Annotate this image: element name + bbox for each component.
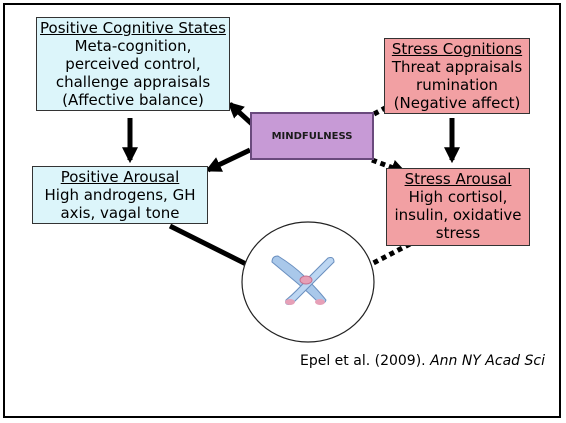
box-line: (Affective balance) <box>62 91 204 109</box>
positive-arousal-title: Positive Arousal <box>60 168 180 186</box>
mindfulness-box: MINDFULNESS <box>250 112 374 160</box>
stress-arousal-box: Stress Arousal High cortisol, insulin, o… <box>386 168 530 246</box>
positive-cognitive-states-title: Positive Cognitive States <box>40 19 226 37</box>
box-line: challenge appraisals <box>55 73 211 91</box>
arrow-mindfulness-to-positive-arousal <box>205 147 252 173</box>
arrow-mindfulness-to-stress-cognition <box>372 97 403 117</box>
citation: Epel et al. (2009). Ann NY Acad Sci <box>300 353 545 369</box>
positive-cognitive-states-box: Positive Cognitive States Meta-cognition… <box>36 17 230 111</box>
box-line: Meta-cognition, <box>74 37 192 55</box>
box-line: perceived control, <box>65 55 201 73</box>
stress-arousal-title: Stress Arousal <box>404 170 512 188</box>
box-line: High androgens, GH <box>44 186 196 204</box>
mindfulness-label: MINDFULNESS <box>271 130 353 142</box>
box-line: rumination <box>416 76 498 94</box>
box-line: High cortisol, <box>408 188 508 206</box>
stress-cognitions-box: Stress Cognitions Threat appraisals rumi… <box>384 38 530 114</box>
box-line: (Negative affect) <box>393 94 521 112</box>
citation-authors: Epel et al. (2009). <box>300 353 431 369</box>
positive-arousal-box: Positive Arousal High androgens, GH axis… <box>32 166 208 224</box>
box-line: Threat appraisals <box>391 58 523 76</box>
chromosome-icon <box>271 255 335 305</box>
citation-journal: Ann NY Acad Sci <box>430 353 545 369</box>
box-line: stress <box>435 224 481 242</box>
box-line: axis, vagal tone <box>60 204 180 222</box>
box-line: insulin, oxidative <box>394 206 522 224</box>
arrow-mindfulness-to-positive-cognitive <box>227 101 254 126</box>
stress-cognitions-title: Stress Cognitions <box>391 40 523 58</box>
